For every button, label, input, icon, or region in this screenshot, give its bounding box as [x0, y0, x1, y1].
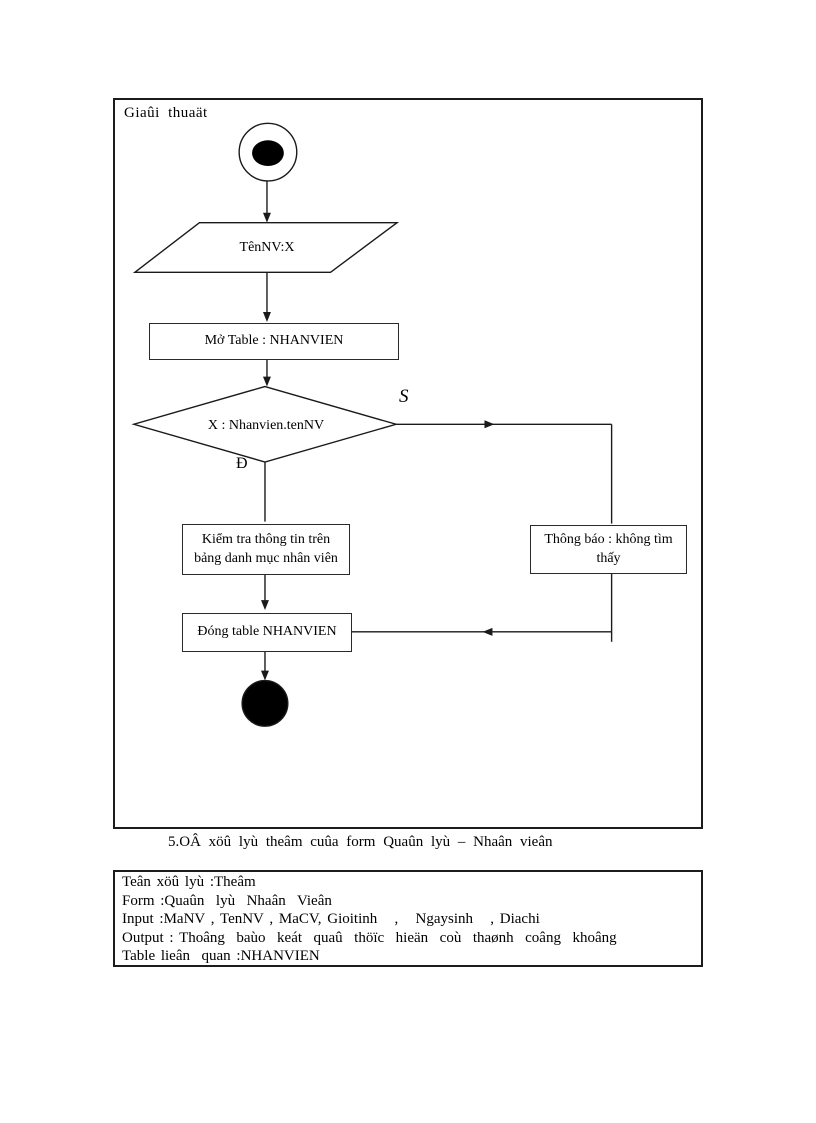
start-node-outer-circle — [238, 122, 298, 182]
process-info-box: Teân xöû lyù :Theâm Form :Quaûn lyù Nhaâ… — [113, 870, 703, 967]
flowchart-title: Giaûi thuaät — [124, 105, 208, 121]
info-line-form: Form :Quaûn lyù Nhaân Vieân — [122, 892, 332, 909]
branch-label-yes: Đ — [236, 455, 248, 472]
start-node-inner-dot — [252, 140, 284, 167]
info-line-input: Input :MaNV , TenNV , MaCV, Gioitinh , N… — [122, 911, 540, 928]
info-line-output: Output : Thoâng baùo keát quaû thöïc hie… — [122, 929, 617, 946]
info-line-ten-xu-ly: Teân xöû lyù :Theâm — [122, 874, 256, 890]
arrowhead-down-icon — [262, 376, 271, 387]
close-table-node: Đóng table NHANVIEN — [182, 613, 352, 652]
input-node-label: TênNV:X — [239, 240, 295, 255]
arrowhead-left-icon — [482, 627, 493, 636]
notify-not-found-node: Thông báo : không tìm thấy — [530, 525, 687, 574]
arrowhead-down-icon — [261, 670, 269, 681]
flowchart-frame: Giaûi thuaät TênNV:X Mở Table : NHANVIEN… — [113, 98, 703, 829]
arrowhead-right-icon — [484, 420, 495, 429]
input-parallelogram — [132, 221, 400, 274]
end-node-circle — [241, 679, 289, 727]
check-info-node: Kiểm tra thông tin trên bảng danh mục nh… — [182, 524, 350, 575]
info-line-table: Table lieân quan :NHANVIEN — [122, 948, 320, 965]
arrowhead-down-icon — [262, 212, 271, 223]
flowchart-canvas — [131, 122, 613, 727]
branch-label-no: S — [399, 386, 409, 407]
decision-node-label: X : Nhanvien.tenNV — [207, 418, 325, 433]
open-table-node: Mở Table : NHANVIEN — [149, 323, 399, 360]
figure-caption: 5.OÂ xöû lyù theâm cuûa form Quaûn lyù –… — [168, 834, 553, 850]
arrowhead-down-icon — [262, 312, 271, 322]
arrowhead-down-icon — [261, 600, 269, 610]
